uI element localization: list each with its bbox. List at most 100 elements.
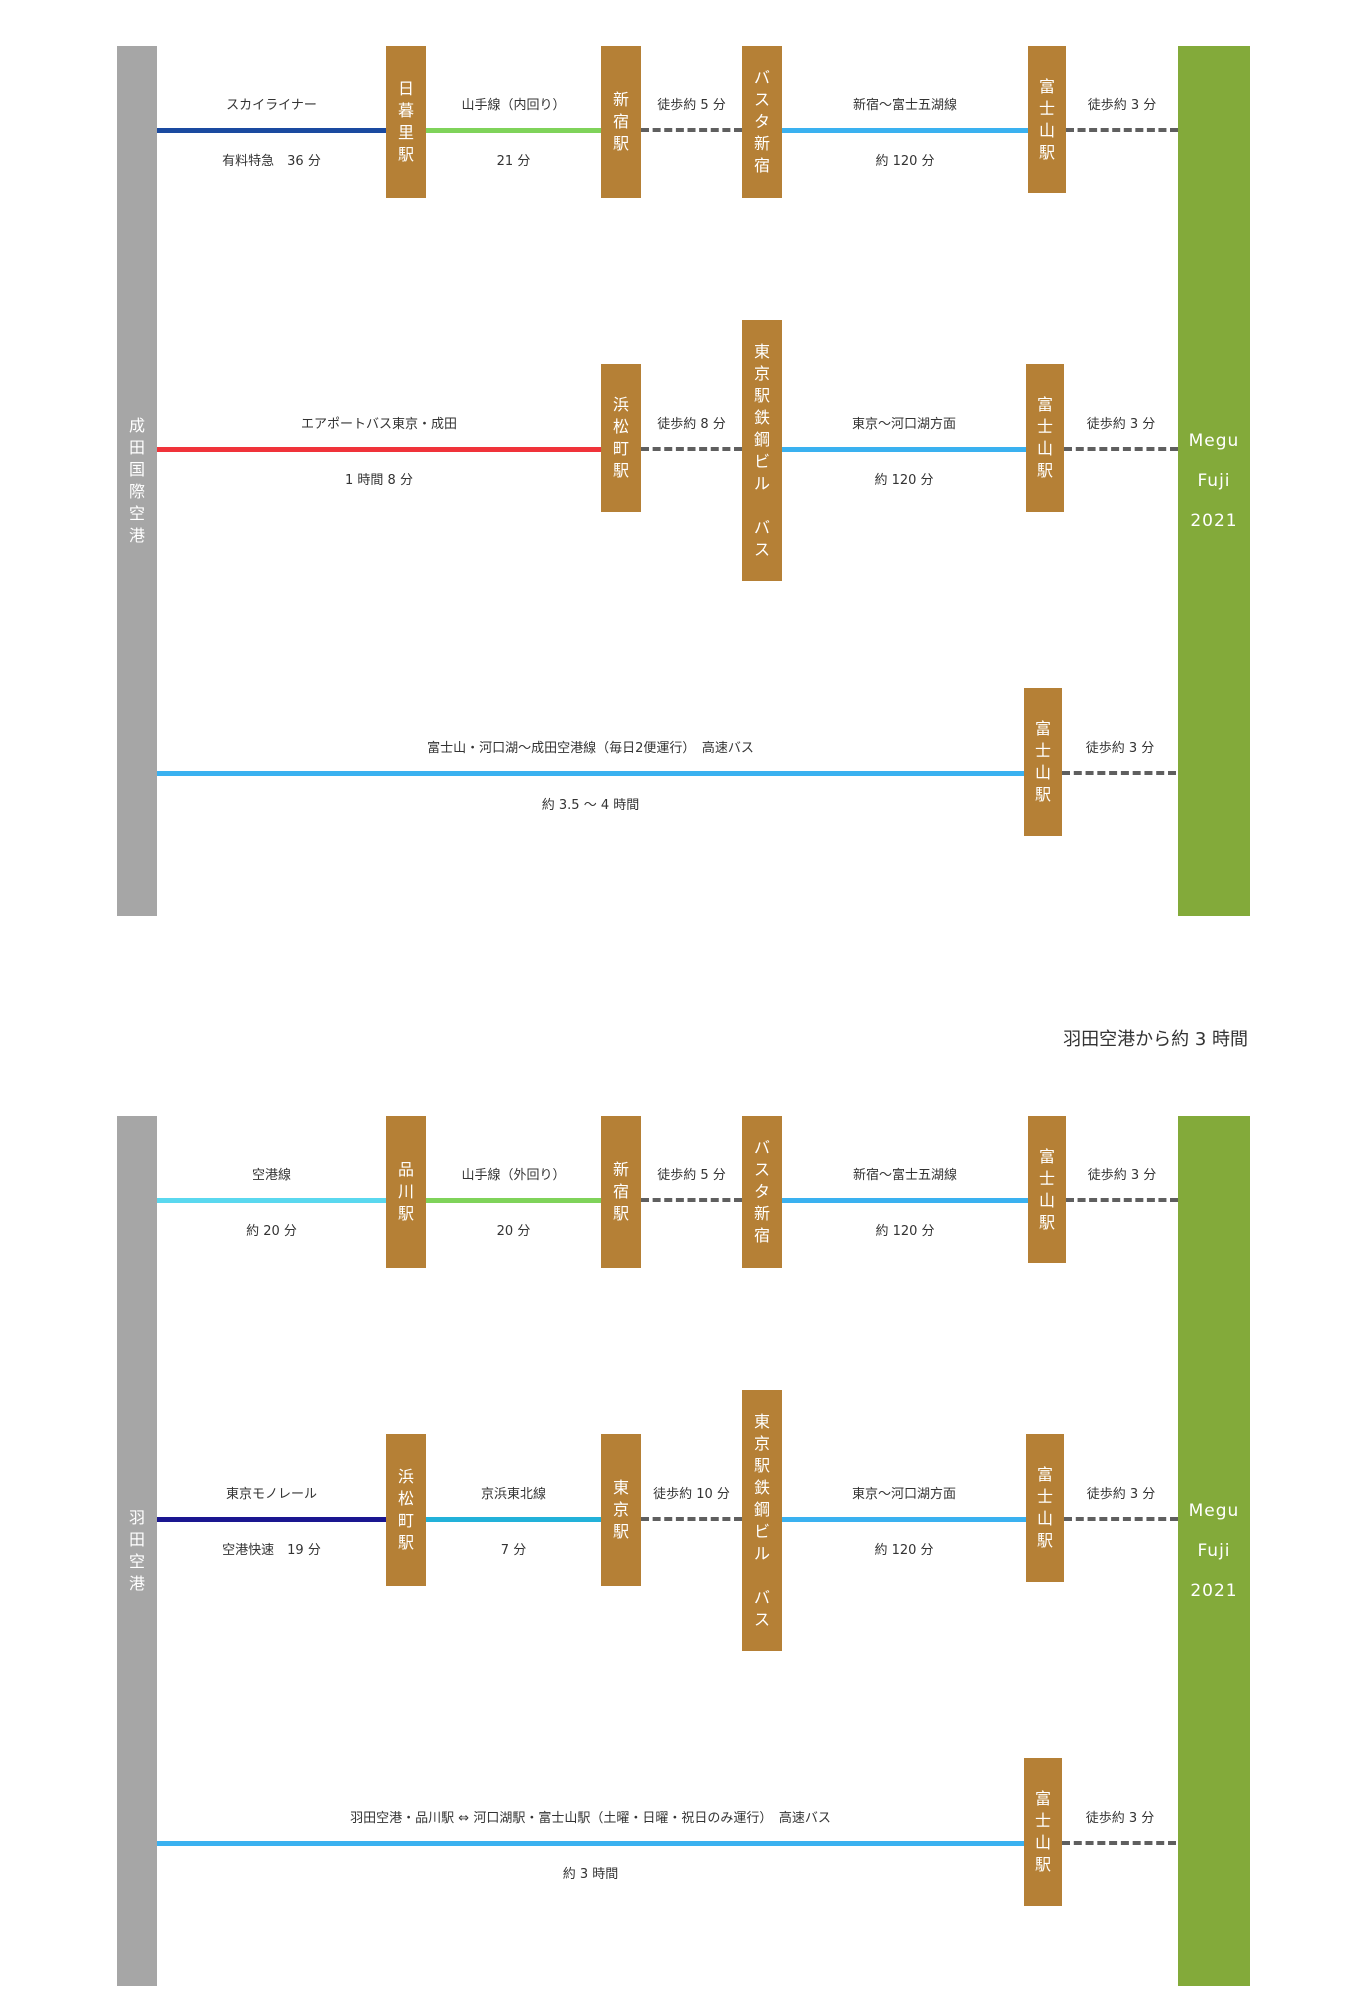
label-shinjuku-fujigoko-h-time: 約 120 分 xyxy=(875,1224,935,1239)
station-tokyo: 東京駅 xyxy=(601,1434,641,1586)
destination-line: 2021 xyxy=(1190,1581,1238,1601)
label-walk-4: 徒歩約 3 分 xyxy=(1086,417,1156,432)
line-shinjuku-fujigoko-h xyxy=(782,1198,1028,1203)
label-walk-3: 徒歩約 8 分 xyxy=(657,417,726,432)
station-name-text: 浜松町駅 xyxy=(612,395,629,480)
station-name-text: 成田国際空港 xyxy=(128,416,145,545)
label-skyliner: スカイライナー xyxy=(226,98,317,113)
station-name-text: バスタ新宿 xyxy=(753,1138,770,1245)
label-airport-bus: エアポートバス東京・成田 xyxy=(300,417,457,432)
station-name-text: バスタ新宿 xyxy=(753,68,770,175)
label-walk-h3: 徒歩約 10 分 xyxy=(653,1487,730,1502)
label-highway-bus-narita-time: 約 3.5 〜 4 時間 xyxy=(541,798,640,813)
label-airport-bus-time: 1 時間 8 分 xyxy=(345,473,413,488)
walk-dash-4 xyxy=(1064,447,1178,451)
label-walk-1: 徒歩約 5 分 xyxy=(657,98,726,113)
label-monorail: 東京モノレール xyxy=(225,1487,317,1502)
station-name-text: 浜松町駅 xyxy=(397,1467,414,1552)
station-name-text: 富士山駅 xyxy=(1036,395,1053,480)
station-fujisan: 富士山駅 xyxy=(1028,46,1066,193)
station-fujisan-h1: 富士山駅 xyxy=(1028,1116,1066,1263)
label-walk-h1: 徒歩約 5 分 xyxy=(657,1168,726,1183)
line-keihin-tohoku xyxy=(426,1517,601,1522)
label-monorail-time: 空港快速 19 分 xyxy=(222,1543,321,1558)
label-highway-bus-haneda-time: 約 3 時間 xyxy=(562,1867,619,1882)
walk-dash-1 xyxy=(641,128,742,132)
station-shinjuku: 新宿駅 xyxy=(601,46,641,198)
line-tokyo-kawaguchiko xyxy=(782,447,1026,452)
origin-bar-narita: 成田国際空港 xyxy=(117,46,157,916)
station-tokyo-tekko-building-bus: 東京駅鉄鋼ビルバス xyxy=(742,320,782,581)
line-tokyo-kawaguchiko-h xyxy=(782,1517,1026,1522)
label-walk-2: 徒歩約 3 分 xyxy=(1087,98,1157,113)
station-name-text: 富士山駅 xyxy=(1038,1146,1055,1232)
label-shinjuku-fujigoko-time: 約 120 分 xyxy=(875,154,935,169)
station-name-text: 富士山駅 xyxy=(1034,1789,1051,1874)
walk-dash-2 xyxy=(1066,128,1178,132)
label-airport-line: 空港線 xyxy=(251,1168,291,1183)
label-tokyo-kawaguchiko-h: 東京〜河口湖方面 xyxy=(851,1487,956,1502)
station-name-text: 富士山駅 xyxy=(1034,719,1051,804)
label-walk-5: 徒歩約 3 分 xyxy=(1085,741,1155,756)
destination-line: 2021 xyxy=(1190,511,1238,531)
line-shinjuku-fujigoko xyxy=(782,128,1028,133)
line-yamanote-inner xyxy=(426,128,601,133)
line-highway-bus-narita xyxy=(157,771,1024,776)
station-nippori: 日暮里駅 xyxy=(386,46,426,198)
destination-line: Fuji xyxy=(1197,471,1231,491)
line-yamanote-outer xyxy=(426,1198,601,1203)
line-monorail xyxy=(157,1517,386,1522)
destination-line: Fuji xyxy=(1197,1541,1231,1561)
walk-dash-5 xyxy=(1062,771,1176,775)
station-hamamatsucho: 浜松町駅 xyxy=(601,364,641,512)
station-fujisan-2: 富士山駅 xyxy=(1026,364,1064,512)
label-tokyo-kawaguchiko: 東京〜河口湖方面 xyxy=(851,417,956,432)
station-name-text: 新宿駅 xyxy=(612,1160,629,1223)
station-shinagawa: 品川駅 xyxy=(386,1116,426,1268)
station-name-text: 東京駅 xyxy=(612,1478,629,1541)
line-airport-line xyxy=(157,1198,386,1203)
label-yamanote-inner-time: 21 分 xyxy=(496,154,531,169)
station-sub-text: バス xyxy=(753,517,770,559)
walk-dash-h2 xyxy=(1066,1198,1178,1202)
station-name-text: 富士山駅 xyxy=(1038,76,1055,162)
label-highway-bus-narita: 富士山・河口湖〜成田空港線（毎日2便運行） 高速バス xyxy=(427,741,754,756)
walk-dash-h3 xyxy=(641,1517,742,1521)
station-name-text: 東京駅鉄鋼ビル xyxy=(753,1411,770,1563)
station-tokyo-tekko-building-bus-h: 東京駅鉄鋼ビルバス xyxy=(742,1390,782,1651)
station-busta-shinjuku-h: バスタ新宿 xyxy=(742,1116,782,1268)
line-skyliner xyxy=(157,128,386,133)
station-sub-text: バス xyxy=(753,1587,770,1629)
walk-dash-3 xyxy=(641,447,742,451)
label-airport-line-time: 約 20 分 xyxy=(246,1224,297,1239)
label-yamanote-outer-time: 20 分 xyxy=(496,1224,531,1239)
station-name-text: 東京駅鉄鋼ビル xyxy=(753,341,770,493)
haneda-heading: 羽田空港から約 3 時間 xyxy=(1063,1029,1248,1050)
station-hamamatsucho-h: 浜松町駅 xyxy=(386,1434,426,1586)
walk-dash-h5 xyxy=(1062,1841,1176,1845)
label-shinjuku-fujigoko-h: 新宿〜富士五湖線 xyxy=(852,1168,957,1183)
destination-line: Megu xyxy=(1188,431,1240,451)
station-fujisan-3: 富士山駅 xyxy=(1024,688,1062,836)
line-highway-bus-haneda xyxy=(157,1841,1024,1846)
destination-line: Megu xyxy=(1188,1501,1240,1521)
label-tokyo-kawaguchiko-time: 約 120 分 xyxy=(874,473,934,488)
line-airport-bus xyxy=(157,447,601,452)
label-highway-bus-haneda: 羽田空港・品川駅 ⇔ 河口湖駅・富士山駅（土曜・日曜・祝日のみ運行） 高速バス xyxy=(350,1811,831,1826)
label-tokyo-kawaguchiko-h-time: 約 120 分 xyxy=(874,1543,934,1558)
walk-dash-h4 xyxy=(1064,1517,1178,1521)
label-yamanote-inner: 山手線（内回り） xyxy=(461,98,566,113)
station-name-text: 羽田空港 xyxy=(128,1508,145,1593)
origin-bar-haneda: 羽田空港 xyxy=(117,1116,157,1986)
label-walk-h2: 徒歩約 3 分 xyxy=(1087,1168,1157,1183)
station-name-text: 富士山駅 xyxy=(1036,1465,1053,1550)
label-keihin-tohoku-time: 7 分 xyxy=(500,1543,527,1558)
station-shinjuku-h: 新宿駅 xyxy=(601,1116,641,1268)
label-walk-h4: 徒歩約 3 分 xyxy=(1086,1487,1156,1502)
label-skyliner-time: 有料特急 36 分 xyxy=(222,154,321,169)
label-keihin-tohoku: 京浜東北線 xyxy=(480,1487,546,1502)
station-name-text: 日暮里駅 xyxy=(397,79,414,164)
station-fujisan-h2: 富士山駅 xyxy=(1026,1434,1064,1582)
